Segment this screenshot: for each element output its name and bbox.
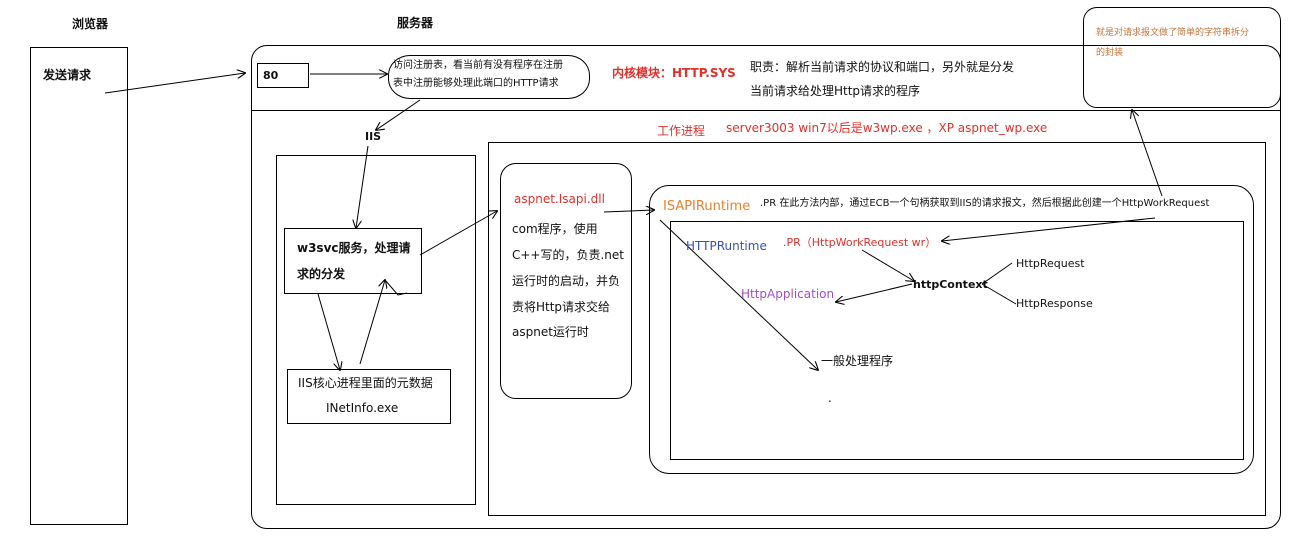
arrow-iis-to-w3svc <box>356 145 369 228</box>
port-box: 80 <box>257 63 309 88</box>
duty-text-line1: 职责：解析当前请求的协议和端口，另外就是分发 <box>750 60 1015 74</box>
http-context-label: httpContext <box>913 278 988 291</box>
aspnet-isapi-label: aspnet.Isapi.dll <box>514 192 605 206</box>
send-request-label: 发送请求 <box>43 68 92 82</box>
arrow-workrequest-to-note <box>1132 110 1163 197</box>
http-runtime-box <box>670 221 1244 460</box>
iis-box <box>276 155 476 505</box>
http-request-label: HttpRequest <box>1016 257 1085 270</box>
server-divider <box>251 110 1281 111</box>
metadata-text-line1: IIS核心进程里面的元数据 <box>298 376 433 390</box>
server-title: 服务器 <box>397 16 434 30</box>
iis-label: IIS <box>365 130 382 143</box>
isapi-runtime-label: ISAPIRuntime <box>663 199 751 216</box>
duty-text-line2: 当前请求给处理Http请求的程序 <box>750 84 921 98</box>
arrow-w3svc-to-metadata <box>317 293 340 370</box>
line-context-to-request <box>981 262 1013 285</box>
arrow-isapiruntime-to-handler <box>659 219 818 370</box>
port-label: 80 <box>263 69 279 82</box>
registry-text-line2: 表中注册能够处理此端口的HTTP请求 <box>393 78 559 89</box>
http-runtime-label: HTTPRuntime <box>686 239 767 253</box>
arrow-isapi-to-isapiruntime <box>603 210 654 212</box>
arrow-registry-to-iis <box>376 99 421 130</box>
metadata-box: IIS核心进程里面的元数据 INetInfo.exe <box>287 369 451 424</box>
general-handler-label: 一般处理程序 <box>821 354 894 368</box>
note-text-line1: 就是对请求报文做了简单的字符串拆分 <box>1096 28 1250 38</box>
http-response-label: HttpResponse <box>1016 297 1093 310</box>
w3svc-text-line2: 求的分发 <box>297 267 346 281</box>
browser-title: 浏览器 <box>72 17 109 31</box>
com-text-line3: 运行时的启动，并负 <box>512 274 621 288</box>
browser-box <box>30 47 128 525</box>
worker-process-label: 工作进程 <box>657 124 706 138</box>
registry-text-line1: 访问注册表，看当前有没有程序在注册 <box>393 60 563 71</box>
pr-workrequest-label: .PR（HttpWorkRequest wr） <box>783 236 937 249</box>
w3svc-text-line1: w3svc服务，处理请 <box>297 241 411 255</box>
w3svc-box: w3svc服务，处理请 求的分发 <box>284 228 422 294</box>
com-text-line2: C++写的，负责.net <box>512 248 624 262</box>
stray-dot: . <box>828 391 832 405</box>
registry-bubble: 访问注册表，看当前有没有程序在注册 表中注册能够处理此端口的HTTP请求 <box>388 55 590 99</box>
line-context-to-response <box>981 283 1017 305</box>
arrow-browser-to-port <box>104 73 245 94</box>
arrow-pr-to-context <box>861 249 914 281</box>
http-application-label: HttpApplication <box>741 287 835 301</box>
arrow-w3svc-to-isapi <box>419 211 497 256</box>
isapi-runtime-box <box>649 185 1254 474</box>
com-text-line4: 责将Http请求交给 <box>512 300 611 314</box>
pr-note-text: .PR 在此方法内部，通过ECB一个句柄获取到IIS的请求报文，然后根据此创建一… <box>760 198 1210 211</box>
metadata-text-line2: INetInfo.exe <box>326 401 399 415</box>
com-text-line5: aspnet运行时 <box>512 325 589 339</box>
arrow-context-to-application <box>836 283 913 302</box>
aspnet-isapi-box: aspnet.Isapi.dll com程序，使用 C++写的，负责.net 运… <box>500 163 632 399</box>
note-bubble: 就是对请求报文做了简单的字符串拆分 的封装 <box>1083 7 1281 108</box>
note-text-line2: 的封装 <box>1096 48 1124 58</box>
server-container <box>251 45 1281 529</box>
com-text-line1: com程序，使用 <box>512 222 598 236</box>
arrow-metadata-to-w3svc <box>359 280 385 365</box>
worker-process-box <box>488 142 1266 516</box>
kernel-module-label: 内核模块：HTTP.SYS <box>612 66 736 80</box>
worker-process-detail: server3003 win7以后是w3wp.exe ，XP aspnet_wp… <box>726 121 1048 135</box>
